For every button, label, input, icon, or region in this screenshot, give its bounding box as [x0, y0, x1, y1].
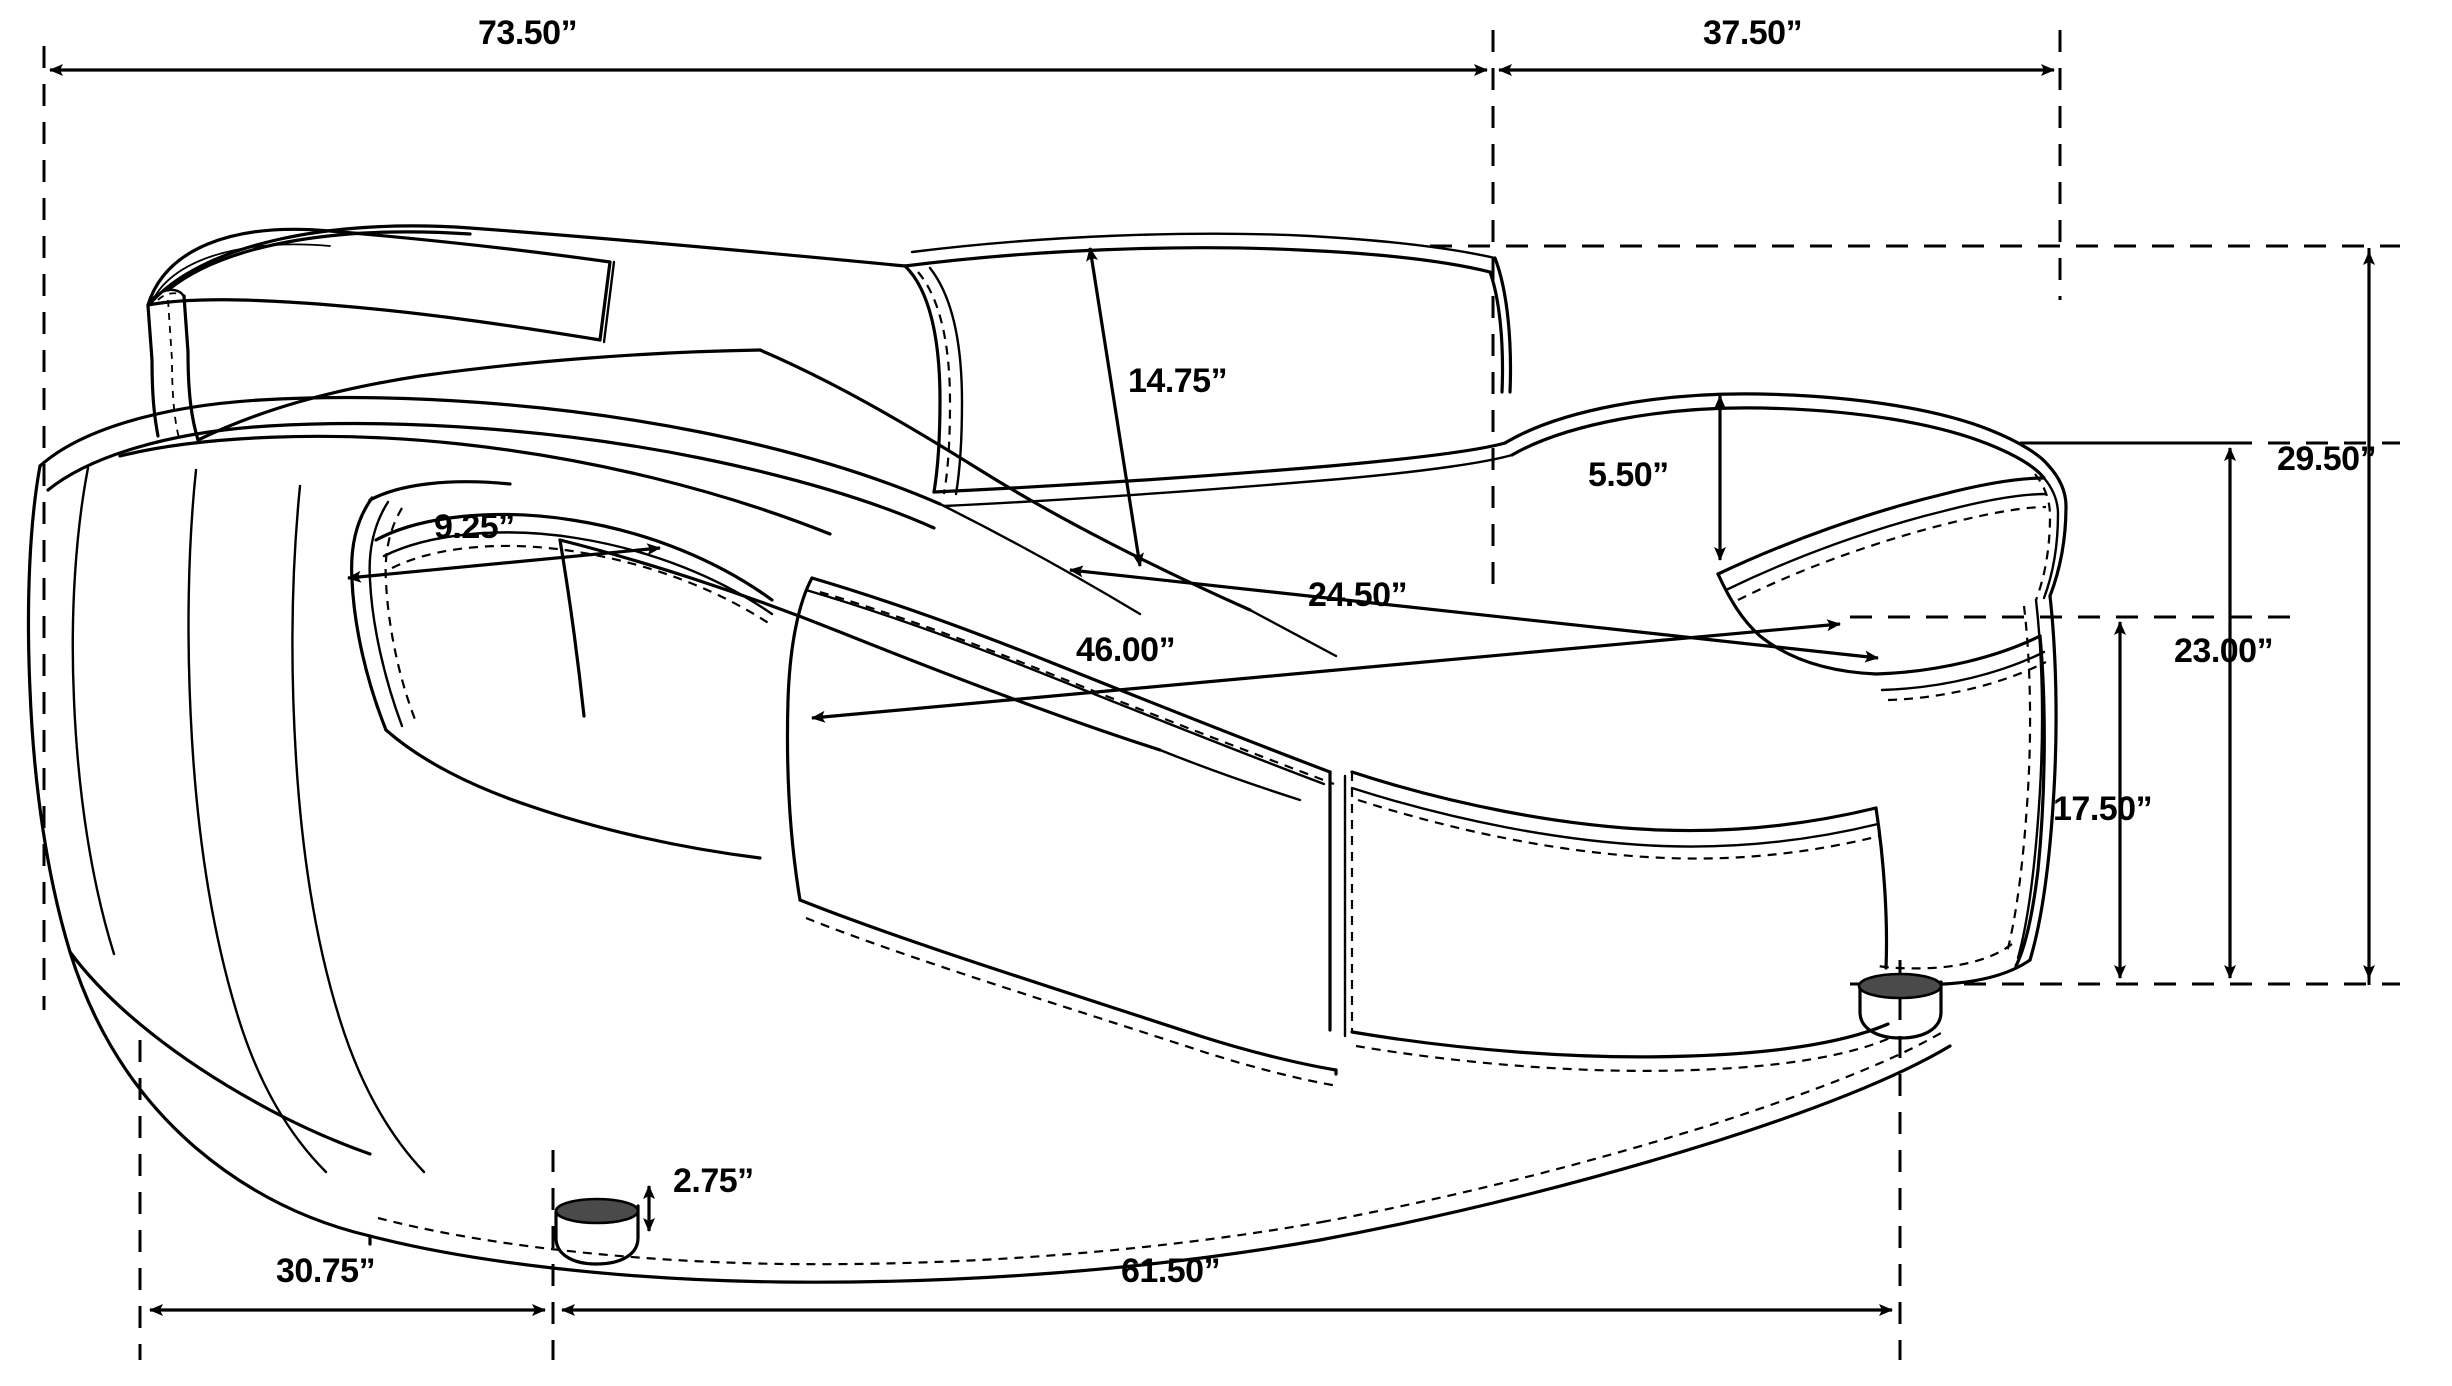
- dimension-label-arm-rise: 5.50”: [1588, 456, 1669, 494]
- extension-lines: [42, 30, 2400, 1360]
- arrow-seat-depth: [1069, 565, 1879, 663]
- dimension-label-overall-height: 29.50”: [2277, 440, 2377, 478]
- dimension-label-arm-height: 23.00”: [2174, 632, 2274, 670]
- arrow-back-cushion-height: [1086, 247, 1144, 567]
- dimension-label-back-cushion-height: 14.75”: [1128, 362, 1228, 400]
- dimension-label-overall-width: 73.50”: [478, 14, 578, 52]
- arrow-arm-width: [347, 543, 661, 583]
- sofa-outline: [26, 224, 2068, 1284]
- dimension-label-seat-width: 46.00”: [1076, 631, 1176, 669]
- arrow-seat-width: [811, 619, 1841, 723]
- dimension-label-arm-width: 9.25”: [434, 508, 515, 546]
- dimension-label-overall-depth: 37.50”: [1703, 14, 1803, 52]
- dimension-label-seat-depth: 24.50”: [1308, 576, 1408, 614]
- dimension-label-base-front-width: 61.50”: [1121, 1252, 1221, 1290]
- dimension-label-leg-height: 2.75”: [673, 1162, 754, 1200]
- dimension-label-seat-height: 17.50”: [2053, 790, 2153, 828]
- dimension-arrows: [49, 64, 2375, 1316]
- dimension-label-base-side-depth: 30.75”: [276, 1252, 376, 1290]
